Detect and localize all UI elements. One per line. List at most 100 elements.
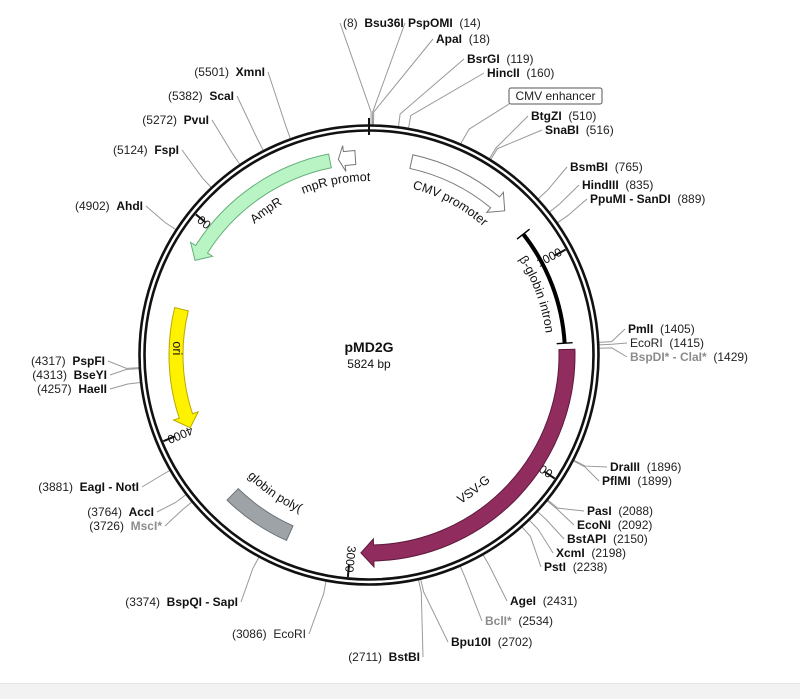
site-pos-ppumi-sandi-889: (889) xyxy=(677,192,705,206)
site-pos-hindiii-835: (835) xyxy=(625,178,653,192)
plasmid-center-label: pMD2G 5824 bp xyxy=(345,339,394,371)
site-leader-msci-3726 xyxy=(164,501,193,527)
beta-globin-polya-block xyxy=(226,487,294,542)
site-label-draiii-1896: DraIII (1896) xyxy=(610,460,681,474)
ori-arrow xyxy=(168,306,200,429)
ori-label: ori xyxy=(170,341,184,355)
site-pos-pvui-5272: (5272) xyxy=(142,113,177,127)
site-leader-xcmi-2198 xyxy=(528,519,554,554)
site-label-haeii-4257: (4257) HaeII xyxy=(37,382,107,396)
site-label-hincii-160: HincII (160) xyxy=(487,66,554,80)
cmv-enhancer-box xyxy=(508,87,603,105)
site-pos-pspfi-4317: (4317) xyxy=(31,354,66,368)
site-label-apai-18: ApaI (18) xyxy=(436,32,490,46)
site-label-bstapi-2150: BstAPI (2150) xyxy=(567,532,648,546)
backbone-outer-ring xyxy=(138,124,600,586)
site-leader-bsmbi-765 xyxy=(537,166,568,200)
site-pos-bsmbi-765: (765) xyxy=(615,160,643,174)
site-name-msci-3726: MscI* xyxy=(131,519,163,533)
site-label-hindiii-835: HindIII (835) xyxy=(582,178,653,192)
site-leader-bspdi-clai-1429 xyxy=(598,347,628,358)
site-name-scai-5382: ScaI xyxy=(209,89,234,103)
site-leader-pspomi-14 xyxy=(371,22,406,126)
site-label-pmli-1405: PmlI (1405) xyxy=(628,322,695,336)
beta-globin-intron-label-text: β-globin intron xyxy=(516,253,556,334)
site-label-btgzi-510: BtgZI (510) xyxy=(531,109,596,123)
site-pos-bspqi-sapi-3374: (3374) xyxy=(125,595,160,609)
ampr-arrow xyxy=(189,153,332,261)
site-name-bpu10i-2702: Bpu10I xyxy=(451,635,491,649)
site-pos-bpu10i-2702: (2702) xyxy=(498,635,533,649)
site-gap-bsu36i-8 xyxy=(358,16,365,30)
site-pos-pasi-2088: (2088) xyxy=(618,504,653,518)
site-gap-psti-2238 xyxy=(566,560,573,574)
site-gap-bstbi-2711 xyxy=(382,650,389,664)
plasmid-name: pMD2G xyxy=(345,339,394,355)
site-leader-bstbi-2711 xyxy=(417,579,424,658)
site-label-bseyi-4313: (4313) BseYI xyxy=(32,368,107,382)
plasmid-size: 5824 bp xyxy=(347,357,391,371)
site-name-ecori-3086: EcoRI xyxy=(273,627,306,641)
site-name-hincii-160: HincII xyxy=(487,66,520,80)
site-leader-lines xyxy=(107,22,628,658)
site-label-bsrgi-119: BsrGI (119) xyxy=(467,52,533,66)
site-leader-bsrgi-119 xyxy=(397,58,465,127)
site-leader-bspqi-sapi-3374 xyxy=(240,556,260,603)
site-gap-eagi-noti-3881 xyxy=(73,480,80,494)
site-leader-ecori-3086 xyxy=(308,580,327,635)
site-gap-apai-18 xyxy=(462,32,469,46)
site-gap-snabi-516 xyxy=(579,123,586,137)
site-gap-xcmi-2198 xyxy=(585,546,592,560)
site-name-ecori-1415: EcoRI xyxy=(630,336,663,350)
site-leader-fspi-5124 xyxy=(181,149,212,188)
site-name-bstbi-2711: BstBI xyxy=(389,650,420,664)
scale-ticks: 10002000300040005000 xyxy=(162,212,567,578)
site-pos-xcmi-2198: (2198) xyxy=(591,546,626,560)
site-leader-econi-2092 xyxy=(546,500,575,526)
site-gap-btgzi-510 xyxy=(562,109,569,123)
site-pos-btgzi-510: (510) xyxy=(568,109,596,123)
site-pos-ecori-1415: (1415) xyxy=(669,336,704,350)
site-gap-pspomi-14 xyxy=(453,16,460,30)
site-label-pflmi-1899: PflMI (1899) xyxy=(602,474,672,488)
site-gap-econi-2092 xyxy=(611,518,618,532)
vsv-g-label: VSV-G xyxy=(455,473,493,507)
site-gap-ecori-3086 xyxy=(267,627,274,641)
site-gap-pmli-1405 xyxy=(653,322,660,336)
site-label-pasi-2088: PasI (2088) xyxy=(587,504,653,518)
site-leader-bcli-2534 xyxy=(459,565,483,622)
site-name-bseyi-4313: BseYI xyxy=(74,368,107,382)
site-pos-agei-2431: (2431) xyxy=(543,594,578,608)
site-gap-draiii-1896 xyxy=(640,460,647,474)
site-pos-econi-2092: (2092) xyxy=(618,518,653,532)
site-gap-ecori-1415 xyxy=(663,336,670,350)
site-leader-ecori-1415 xyxy=(598,342,628,346)
site-leader-pspfi-4317 xyxy=(107,360,140,369)
site-leader-hindiii-835 xyxy=(548,184,580,213)
site-label-pspfi-4317: (4317) PspFI xyxy=(31,354,105,368)
site-label-econi-2092: EcoNI (2092) xyxy=(577,518,652,532)
site-label-ahdi-4902: (4902) AhdI xyxy=(75,199,143,213)
site-pos-psti-2238: (2238) xyxy=(573,560,608,574)
site-leader-scai-5382 xyxy=(236,95,264,151)
site-leader-pmli-1405 xyxy=(598,328,626,343)
site-label-ppumi-sandi-889: PpuMI - SanDI (889) xyxy=(590,192,705,206)
tick-mark-2000 xyxy=(544,471,556,480)
site-leader-bpu10i-2702 xyxy=(420,579,449,643)
site-pos-ahdi-4902: (4902) xyxy=(75,199,110,213)
site-label-ecori-3086: (3086) EcoRI xyxy=(232,627,306,641)
site-pos-scai-5382: (5382) xyxy=(168,89,203,103)
site-name-psti-2238: PstI xyxy=(544,560,566,574)
site-gap-bpu10i-2702 xyxy=(491,635,498,649)
site-pos-fspi-5124: (5124) xyxy=(113,143,148,157)
site-name-apai-18: ApaI xyxy=(436,32,462,46)
site-pos-bstbi-2711: (2711) xyxy=(348,650,382,664)
site-gap-pvui-5272 xyxy=(177,113,184,127)
site-leader-apai-18 xyxy=(372,38,434,126)
site-name-bstapi-2150: BstAPI xyxy=(567,532,606,546)
site-leader-hincii-160 xyxy=(408,72,485,129)
site-name-bcli-2534: BclI* xyxy=(485,614,512,628)
site-leader-draiii-1896 xyxy=(573,459,608,468)
site-label-fspi-5124: (5124) FspI xyxy=(113,143,179,157)
site-label-eagi-noti-3881: (3881) EagI - NotI xyxy=(38,480,139,494)
